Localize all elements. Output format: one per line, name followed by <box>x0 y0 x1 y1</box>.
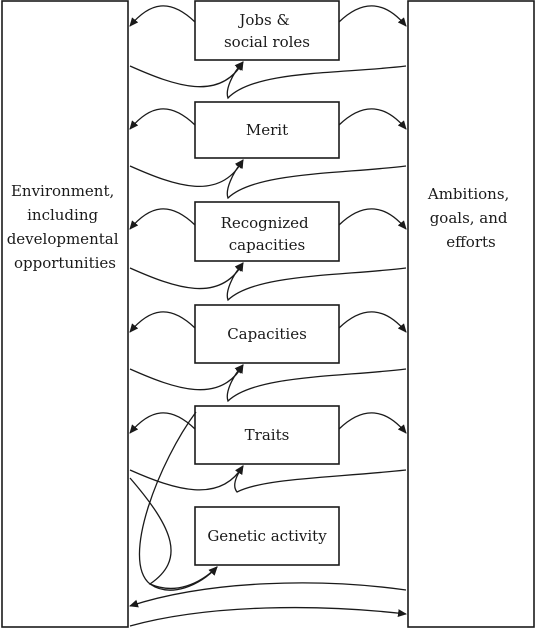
genetic-activity-box <box>194 506 340 566</box>
environment-panel <box>1 0 129 628</box>
traits-to-environment-arrow <box>129 412 196 434</box>
ambitions-line: goals, and <box>430 209 508 227</box>
environment-to-ambitions-arrow <box>129 606 407 627</box>
ambitions-panel <box>407 0 535 628</box>
jobs-box <box>194 0 340 61</box>
jobs-to-ambitions-arrow <box>338 5 407 27</box>
ambitions-line: Ambitions, <box>427 185 509 203</box>
environment-line: including <box>27 206 98 224</box>
recognized-to-environment-arrow <box>129 208 196 230</box>
environment-line: opportunities <box>14 254 116 272</box>
ambitions-to-environment-arrow <box>129 582 407 608</box>
jobs-to-environment-arrow <box>129 5 196 27</box>
ambitions-to-recognized-arrow <box>226 262 407 302</box>
capacities-label: Capacities <box>227 325 307 343</box>
recognized-line: capacities <box>229 236 306 254</box>
jobs-label: Jobs & social roles <box>224 11 310 51</box>
jobs-line: social roles <box>224 33 310 51</box>
environment-to-genetic-arrow <box>129 477 218 589</box>
environment-to-capacities-arrow <box>129 364 244 391</box>
environment-line: Environment, <box>11 182 114 200</box>
ambitions-to-jobs-arrow <box>226 61 407 100</box>
ambitions-to-merit-arrow <box>226 159 407 200</box>
environment-to-traits-arrow <box>129 465 244 491</box>
recognized-capacities-box <box>194 201 340 262</box>
environment-to-jobs-arrow <box>129 61 244 88</box>
jobs-line: Jobs & <box>237 11 289 29</box>
capacities-box <box>194 304 340 364</box>
ambitions-label: Ambitions, goals, and efforts <box>427 185 514 251</box>
traits-to-ambitions-arrow <box>338 412 407 434</box>
environment-to-recognized-arrow <box>129 262 244 290</box>
traits-label: Traits <box>245 426 290 444</box>
capacities-to-environment-arrow <box>129 311 196 333</box>
environment-to-merit-arrow <box>129 159 244 188</box>
environment-line: developmental <box>7 230 119 248</box>
environment-label: Environment, including developmental opp… <box>7 182 124 272</box>
merit-to-ambitions-arrow <box>338 108 407 130</box>
merit-label: Merit <box>246 121 288 139</box>
traits-box <box>194 405 340 465</box>
ambitions-line: efforts <box>446 233 495 251</box>
recognized-to-ambitions-arrow <box>338 208 407 230</box>
merit-box <box>194 101 340 159</box>
merit-to-environment-arrow <box>129 108 196 130</box>
capacities-to-ambitions-arrow <box>338 311 407 333</box>
genetic-activity-label: Genetic activity <box>207 527 327 545</box>
ambitions-to-traits-arrow <box>234 465 407 493</box>
traits-to-genetic-arrow <box>138 411 218 591</box>
recognized-capacities-label: Recognized capacities <box>221 214 314 254</box>
ambitions-to-capacities-arrow <box>226 364 407 403</box>
recognized-line: Recognized <box>221 214 309 232</box>
